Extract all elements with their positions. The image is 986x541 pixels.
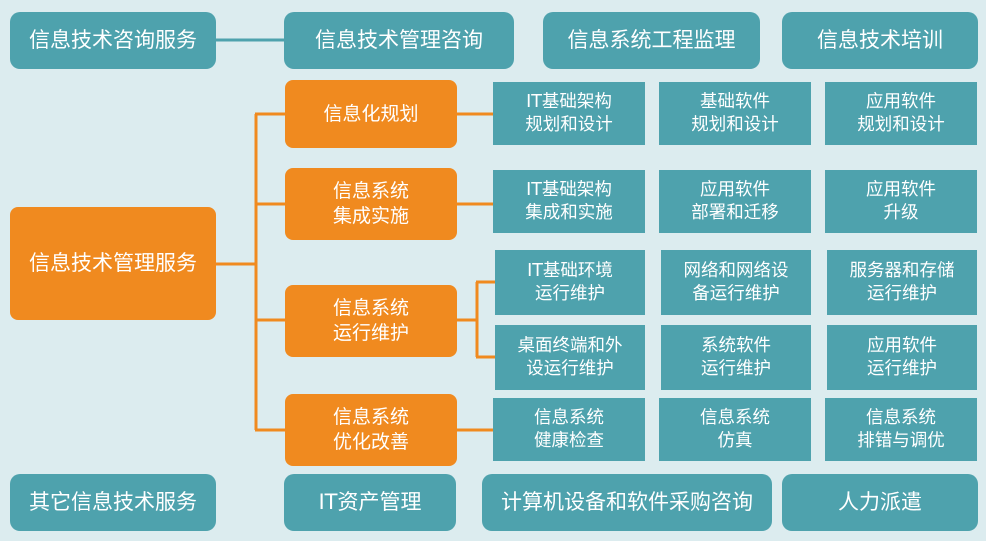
category-operations: 信息系统 运行维护: [285, 285, 457, 357]
item-app-software-planning: 应用软件 规划和设计: [825, 82, 977, 145]
bottom-other-services: 其它信息技术服务: [10, 474, 216, 531]
top-training: 信息技术培训: [782, 12, 978, 69]
top-management-consulting: 信息技术管理咨询: [284, 12, 514, 69]
top-consulting-services: 信息技术咨询服务: [10, 12, 216, 69]
category-integration: 信息系统 集成实施: [285, 168, 457, 240]
item-app-software-maintenance: 应用软件 运行维护: [827, 325, 977, 390]
item-app-deploy-migrate: 应用软件 部署和迁移: [659, 170, 811, 233]
category-optimization: 信息系统 优化改善: [285, 394, 457, 466]
item-it-infra-integration: IT基础架构 集成和实施: [493, 170, 645, 233]
item-base-software-planning: 基础软件 规划和设计: [659, 82, 811, 145]
item-network-maintenance: 网络和网络设 备运行维护: [661, 250, 811, 315]
center-it-management-services: 信息技术管理服务: [10, 207, 216, 320]
item-desktop-peripheral-maintenance: 桌面终端和外 设运行维护: [495, 325, 645, 390]
item-it-env-maintenance: IT基础环境 运行维护: [495, 250, 645, 315]
item-troubleshoot-tuning: 信息系统 排错与调优: [825, 398, 977, 461]
category-planning: 信息化规划: [285, 80, 457, 148]
bottom-procurement-consulting: 计算机设备和软件采购咨询: [482, 474, 772, 531]
top-engineering-supervision: 信息系统工程监理: [543, 12, 760, 69]
item-simulation: 信息系统 仿真: [659, 398, 811, 461]
item-app-upgrade: 应用软件 升级: [825, 170, 977, 233]
bottom-staffing: 人力派遣: [782, 474, 978, 531]
item-server-storage-maintenance: 服务器和存储 运行维护: [827, 250, 977, 315]
bottom-it-asset-management: IT资产管理: [284, 474, 456, 531]
item-it-infra-planning: IT基础架构 规划和设计: [493, 82, 645, 145]
item-health-check: 信息系统 健康检查: [493, 398, 645, 461]
item-system-software-maintenance: 系统软件 运行维护: [661, 325, 811, 390]
